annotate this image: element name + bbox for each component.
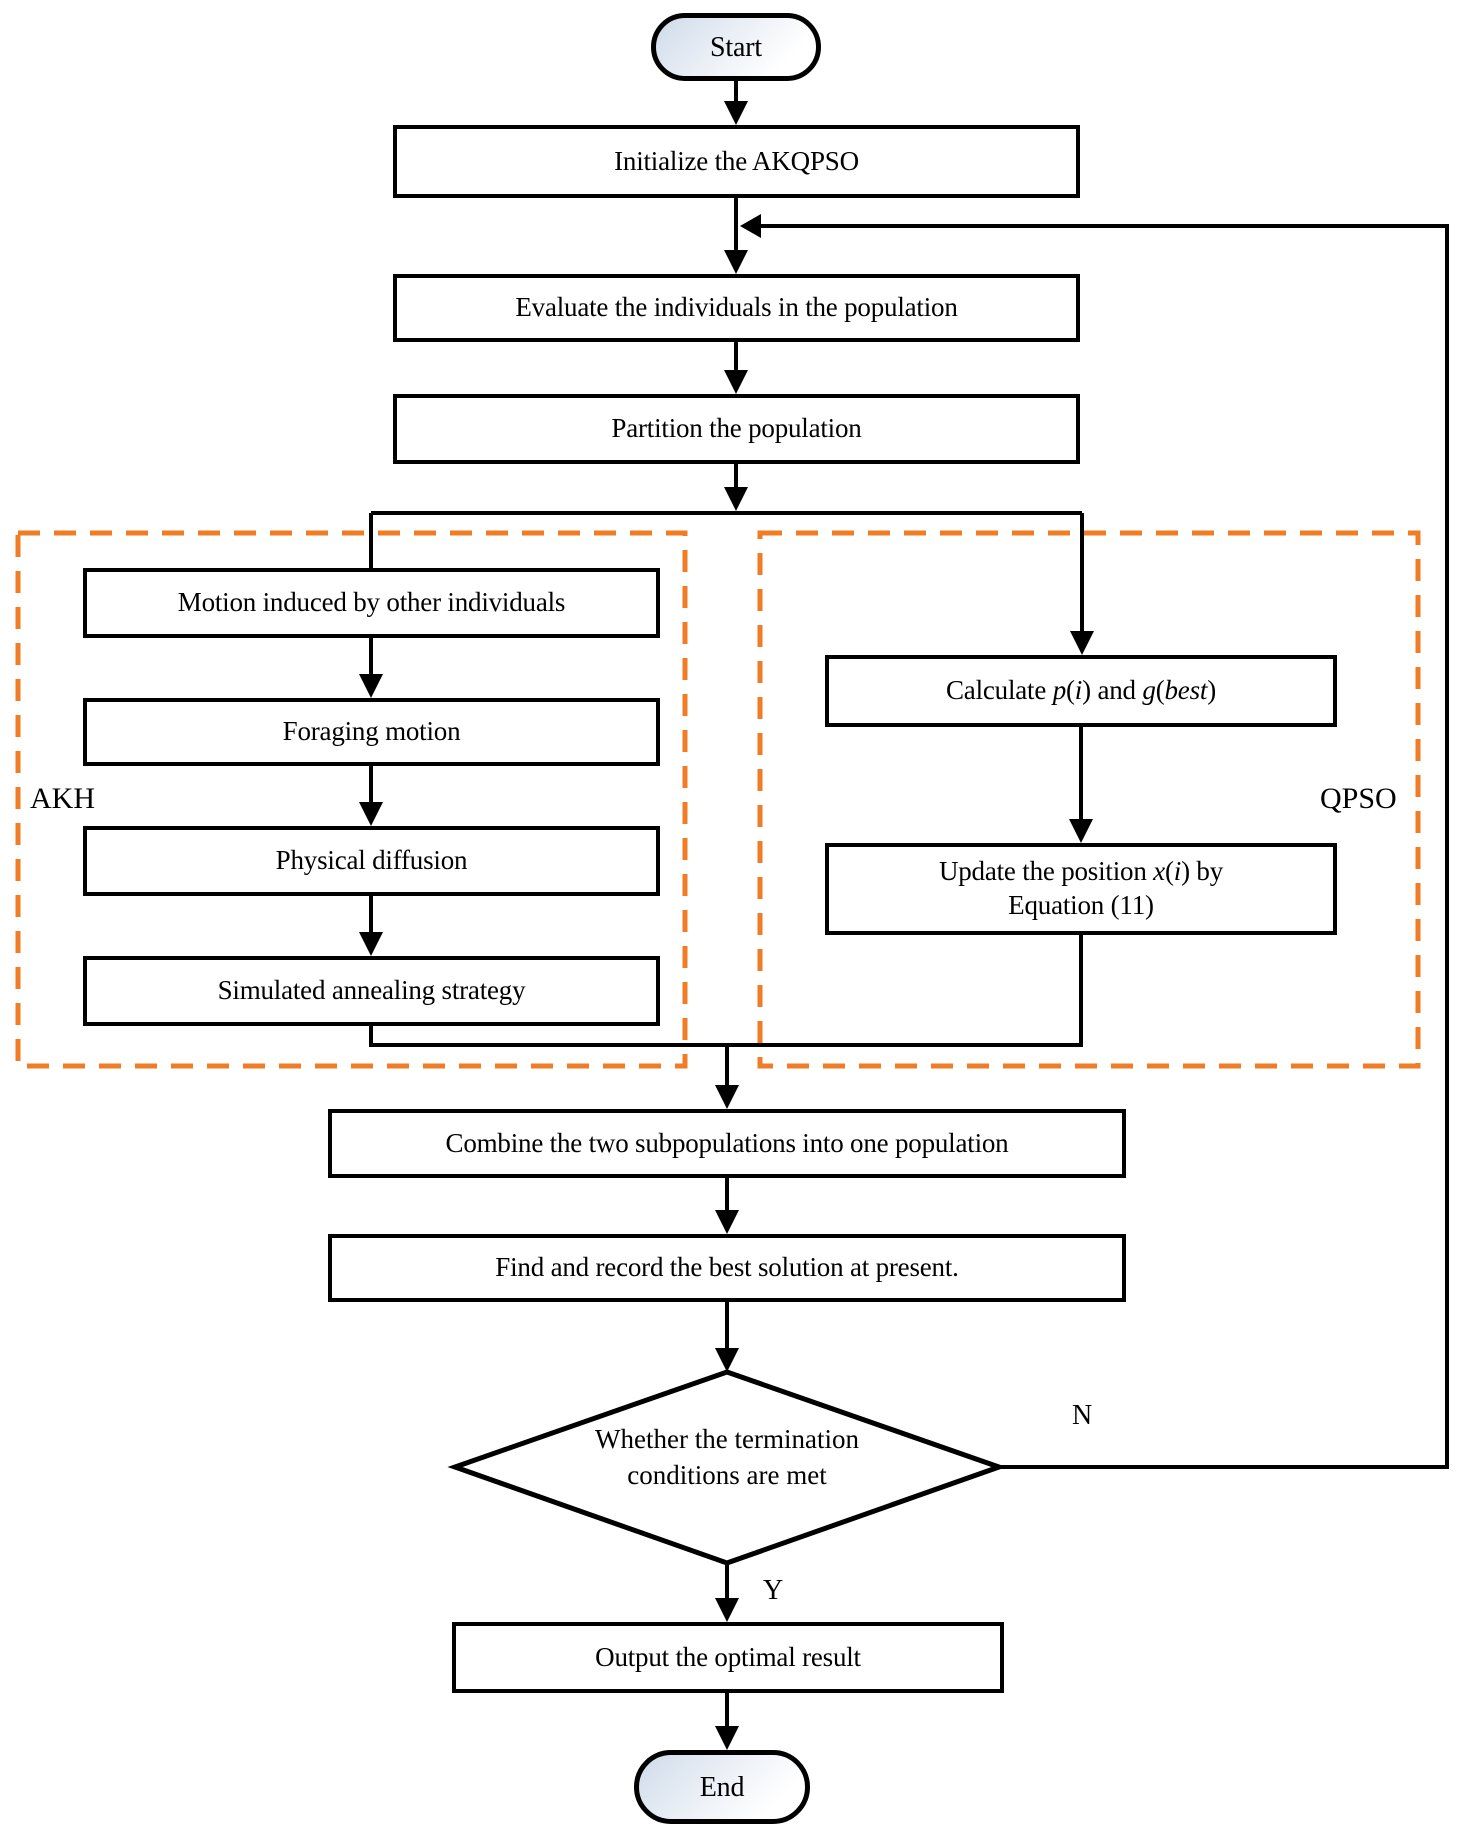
process-motion-induced-label: Motion induced by other individuals xyxy=(177,587,566,618)
arrowhead-loopback-left xyxy=(740,214,761,238)
process-evaluate-label: Evaluate the individuals in the populati… xyxy=(515,292,958,323)
arrowhead-into-end xyxy=(715,1726,739,1750)
end-label: End xyxy=(699,1771,745,1803)
arrowhead-into-calculate xyxy=(1070,631,1094,655)
arrowhead-into-foraging xyxy=(359,674,383,698)
akh-group-label: AKH xyxy=(30,782,95,815)
end-terminal: End xyxy=(634,1750,810,1824)
akh-group-frame xyxy=(15,530,688,1069)
process-output: Output the optimal result xyxy=(452,1622,1004,1693)
decision-no-label: N xyxy=(1072,1400,1093,1431)
process-motion-induced: Motion induced by other individuals xyxy=(83,568,660,638)
process-simulated-annealing-label: Simulated annealing strategy xyxy=(217,975,526,1006)
decision-label-line2: conditions are met xyxy=(627,1460,827,1491)
process-evaluate: Evaluate the individuals in the populati… xyxy=(393,274,1080,342)
arrowhead-into-decision xyxy=(715,1348,739,1372)
start-terminal: Start xyxy=(651,13,821,81)
arrowhead-into-combine xyxy=(715,1085,739,1109)
start-label: Start xyxy=(710,31,762,63)
arrowhead-into-find xyxy=(715,1210,739,1234)
arrowhead-into-evaluate xyxy=(724,250,748,274)
process-combine-label: Combine the two subpopulations into one … xyxy=(445,1127,1009,1158)
arrowhead-into-update xyxy=(1069,819,1093,843)
qpso-group-frame xyxy=(757,530,1421,1069)
process-physical-diffusion-label: Physical diffusion xyxy=(275,845,468,876)
process-partition-label: Partition the population xyxy=(611,413,862,444)
process-initialize: Initialize the AKQPSO xyxy=(393,125,1080,198)
process-initialize-label: Initialize the AKQPSO xyxy=(614,145,859,176)
process-simulated-annealing: Simulated annealing strategy xyxy=(83,956,660,1026)
arrowhead-into-partition xyxy=(724,370,748,394)
decision-yes-label: Y xyxy=(763,1575,784,1606)
process-combine: Combine the two subpopulations into one … xyxy=(328,1109,1126,1178)
arrowhead-into-physical xyxy=(359,802,383,826)
decision-label-line1: Whether the termination xyxy=(595,1424,859,1454)
process-foraging-motion-label: Foraging motion xyxy=(282,716,461,747)
decision-diamond xyxy=(447,1369,1007,1566)
process-foraging-motion: Foraging motion xyxy=(83,698,660,766)
arrowhead-into-split xyxy=(724,487,748,511)
process-find-best-label: Find and record the best solution at pre… xyxy=(495,1252,959,1283)
process-find-best: Find and record the best solution at pre… xyxy=(328,1234,1126,1302)
process-physical-diffusion: Physical diffusion xyxy=(83,826,660,896)
process-calculate: Calculate p(i) and g(best) xyxy=(825,655,1337,727)
process-partition: Partition the population xyxy=(393,394,1080,464)
process-output-label: Output the optimal result xyxy=(595,1641,861,1672)
process-calculate-label: Calculate p(i) and g(best) xyxy=(945,675,1216,706)
arrowhead-into-initialize xyxy=(724,101,748,125)
decision-label: Whether the termination conditions are m… xyxy=(527,1421,927,1494)
arrowhead-into-annealing xyxy=(359,932,383,956)
connector-no-loopback xyxy=(761,224,1449,1469)
qpso-group-label: QPSO xyxy=(1320,782,1397,815)
arrowhead-into-output xyxy=(715,1598,739,1622)
